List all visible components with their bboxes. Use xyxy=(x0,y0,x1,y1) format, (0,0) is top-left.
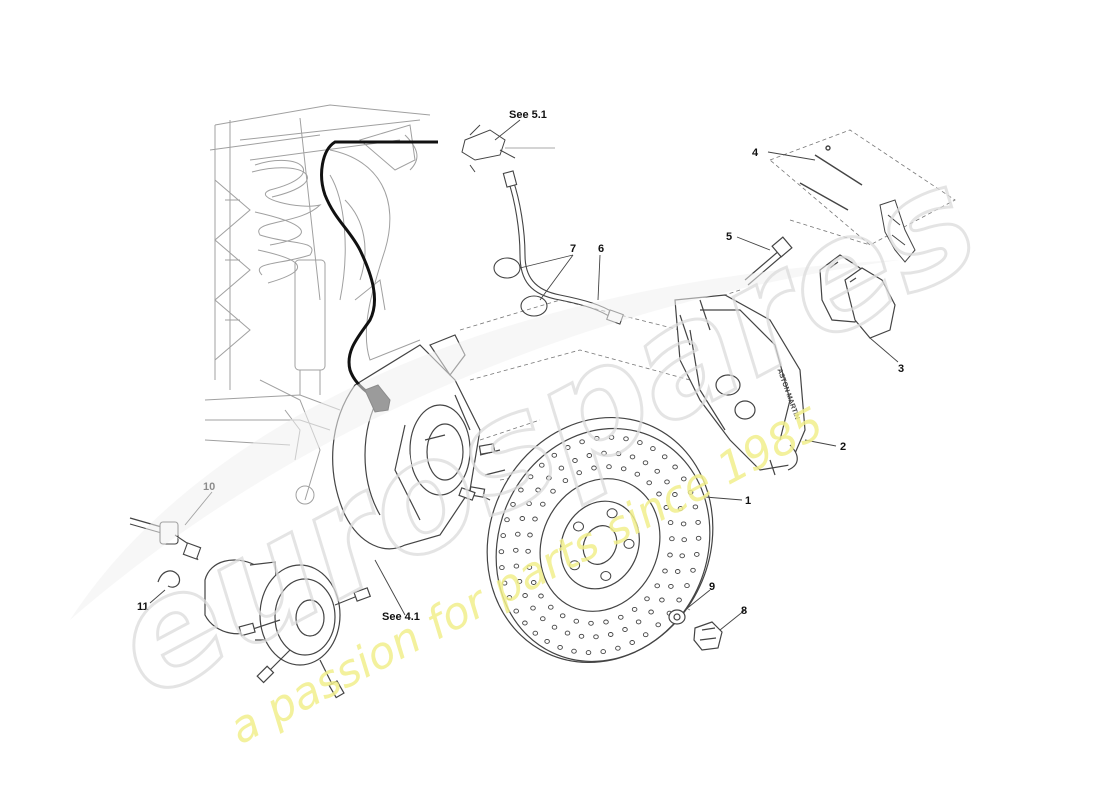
disc-hole xyxy=(532,630,539,636)
disc-hole xyxy=(571,648,577,654)
disc-hole xyxy=(655,622,661,628)
callout-9: 9 xyxy=(709,581,715,593)
callout-2: 2 xyxy=(840,441,846,453)
reference-see-5-1: See 5.1 xyxy=(509,109,547,121)
disc-hole xyxy=(564,630,571,636)
disc-hole xyxy=(593,634,599,640)
callout-8: 8 xyxy=(741,605,747,617)
disc-hole xyxy=(588,620,594,626)
sensor-clip xyxy=(157,570,181,588)
callout-6: 6 xyxy=(598,243,604,255)
disc-hole xyxy=(522,620,528,626)
disc-hole xyxy=(622,627,628,632)
wheel-speed-sensor xyxy=(129,517,202,561)
disc-hole xyxy=(603,619,609,625)
disc-hole xyxy=(615,645,621,651)
hose-bracket xyxy=(461,124,555,173)
disc-hole xyxy=(551,624,558,630)
callout-4: 4 xyxy=(752,147,759,159)
watermark: eurospares a passion for parts since 198… xyxy=(70,131,1006,755)
disc-hole xyxy=(544,638,550,644)
disc-hole xyxy=(607,632,614,637)
pad-pins xyxy=(799,145,863,211)
reference-see-4-1: See 4.1 xyxy=(382,611,420,623)
disc-hole xyxy=(557,644,563,650)
callout-11: 11 xyxy=(137,601,149,613)
brake-pads xyxy=(819,254,896,339)
callout-7: 7 xyxy=(570,243,576,255)
disc-hole xyxy=(629,640,635,645)
caliper-bolt xyxy=(744,236,793,286)
callout-1: 1 xyxy=(745,495,751,507)
anti-rattle-spring xyxy=(879,199,916,263)
disc-hole xyxy=(578,633,585,639)
disc-hole xyxy=(642,632,649,638)
hub-knuckle xyxy=(332,334,506,550)
brake-hose xyxy=(502,170,624,325)
hub-bolt xyxy=(693,621,723,651)
callout-5: 5 xyxy=(726,231,732,243)
wheel-hub-bearing xyxy=(204,559,372,699)
disc-hole xyxy=(585,650,592,656)
callout-3: 3 xyxy=(898,363,904,375)
brake-disc xyxy=(486,416,714,664)
callout-10: 10 xyxy=(203,481,215,493)
washer xyxy=(668,609,686,625)
disc-hole xyxy=(600,649,606,655)
brake-caliper: ASTON MARTIN xyxy=(674,294,806,476)
